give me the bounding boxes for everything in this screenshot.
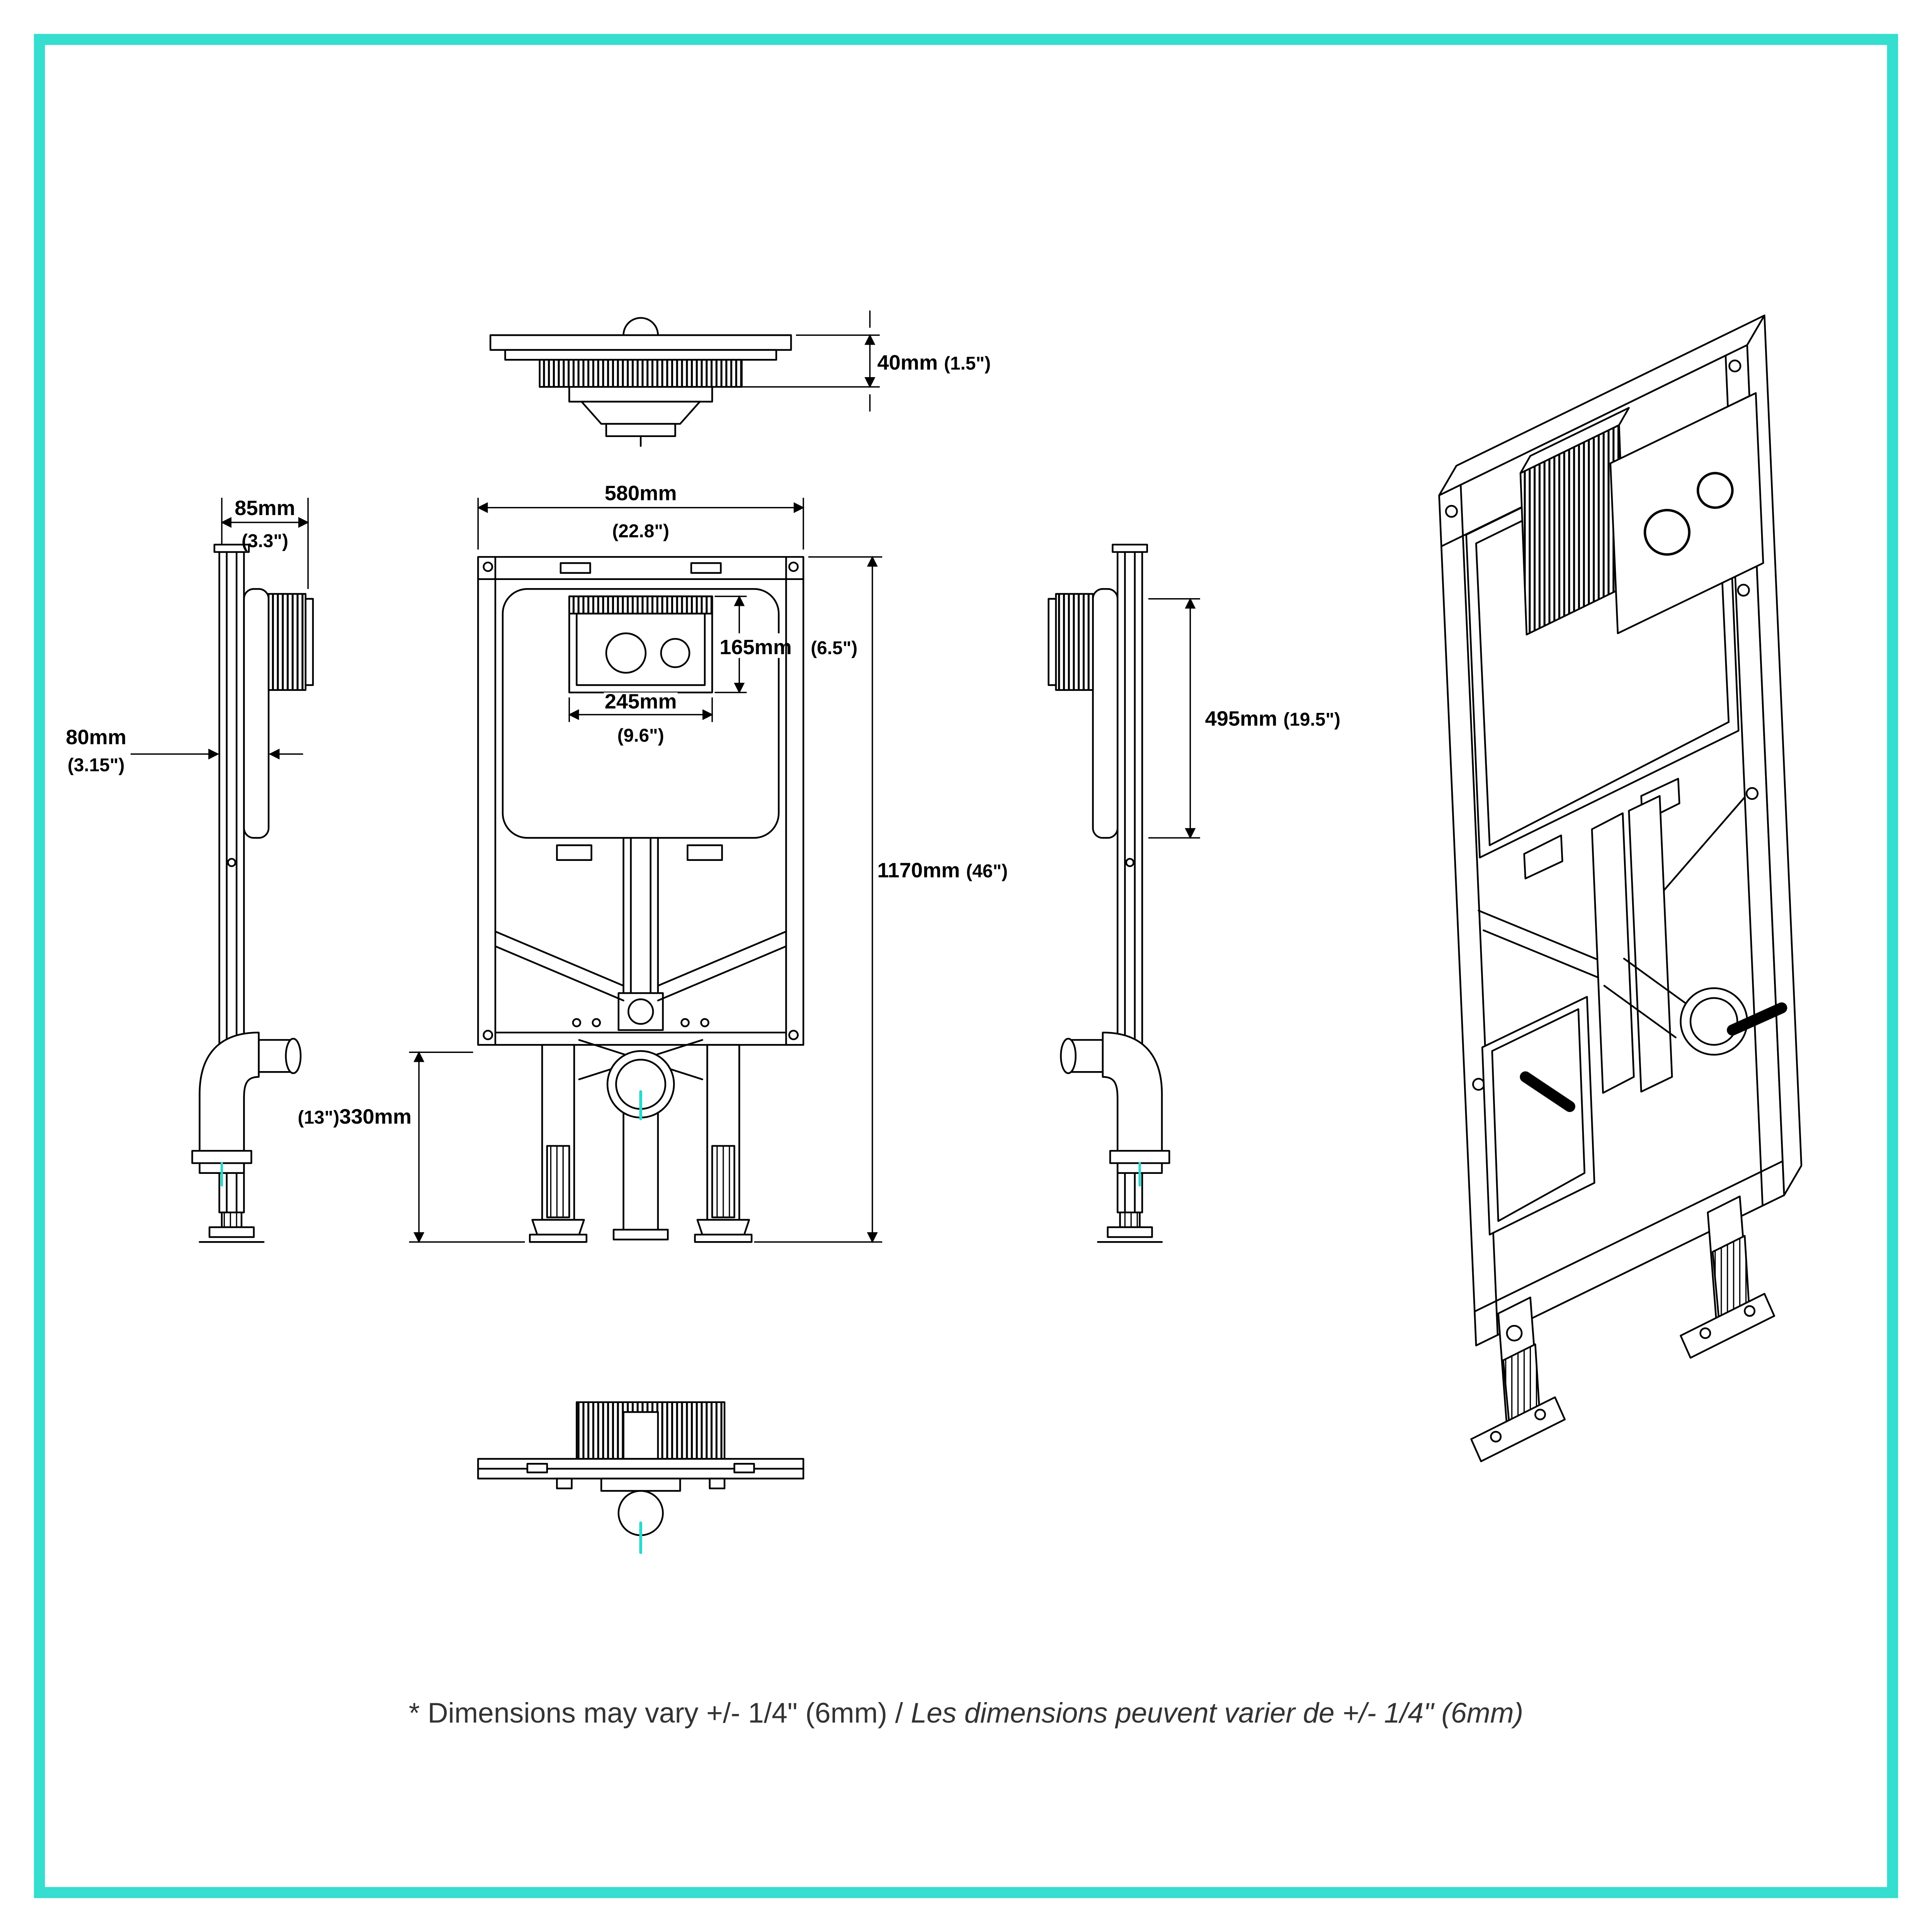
- flush-button-small: [660, 638, 690, 668]
- dim-plate-projection: 40mm(1.5"): [717, 310, 991, 412]
- dim-outlet-height: (13")330mm: [298, 1051, 525, 1243]
- dim-frame-depth: 85mm (3.3"): [221, 497, 309, 589]
- page-border: [34, 34, 1898, 1898]
- foot-plate: [208, 1226, 255, 1238]
- dim-245mm-inch-label: (9.6"): [617, 726, 664, 746]
- iso-flush-button-large: [1643, 509, 1690, 556]
- dim-plate-height: 165mm: [714, 595, 792, 694]
- dim-580mm-inch-label: (22.8"): [612, 521, 669, 541]
- dim-580mm-label: 580mm: [605, 482, 677, 505]
- actuator-profile-hatch: [267, 593, 307, 691]
- side-view-left: [191, 544, 314, 1243]
- front-view: [477, 556, 804, 1243]
- dim-495mm-label: 495mm(19.5"): [1205, 707, 1340, 730]
- tank-profile: [243, 588, 270, 839]
- actuator-dome: [622, 317, 659, 336]
- dimension-annotations: 40mm(1.5") 85mm (3.3") 80mm (3.15") 580m…: [66, 310, 1340, 1243]
- dim-165mm-inch-label: (6.5"): [811, 638, 857, 658]
- top-view-flush-actuator: [489, 317, 792, 447]
- dim-85mm-label: 85mm: [235, 497, 295, 520]
- flush-button-large: [605, 632, 647, 674]
- dim-245mm-label: 245mm: [605, 690, 677, 713]
- footnote: * Dimensions may vary +/- 1/4" (6mm) / L…: [409, 1697, 1523, 1729]
- dim-tank-height: 495mm(19.5"): [1148, 597, 1340, 839]
- isometric-view: [1438, 315, 1803, 1463]
- dim-330mm-label: (13")330mm: [298, 1105, 412, 1128]
- dim-85mm-inch-label: (3.3"): [242, 531, 288, 551]
- drain-elbow: [199, 1031, 260, 1152]
- dim-80mm-label: 80mm: [66, 726, 126, 749]
- dim-frame-width: 580mm (22.8"): [477, 482, 804, 550]
- dim-40mm-label: 40mm(1.5"): [877, 351, 991, 374]
- bottom-view: [477, 1401, 804, 1554]
- actuator-gasket-hatch: [539, 359, 743, 388]
- dim-plate-width: 245mm (9.6"): [568, 690, 713, 746]
- iso-flush-plate: [1609, 392, 1764, 634]
- dim-outlet-offset: 80mm (3.15"): [66, 726, 303, 776]
- flush-plate-hatch: [568, 595, 713, 615]
- dim-165mm-label: 165mm: [719, 636, 792, 659]
- dim-frame-height: 1170mm(46"): [754, 556, 1008, 1243]
- iso-flush-button-small: [1696, 472, 1734, 509]
- dim-80mm-inch-label: (3.15"): [68, 755, 125, 776]
- dim-1170mm-label: 1170mm(46"): [877, 859, 1008, 882]
